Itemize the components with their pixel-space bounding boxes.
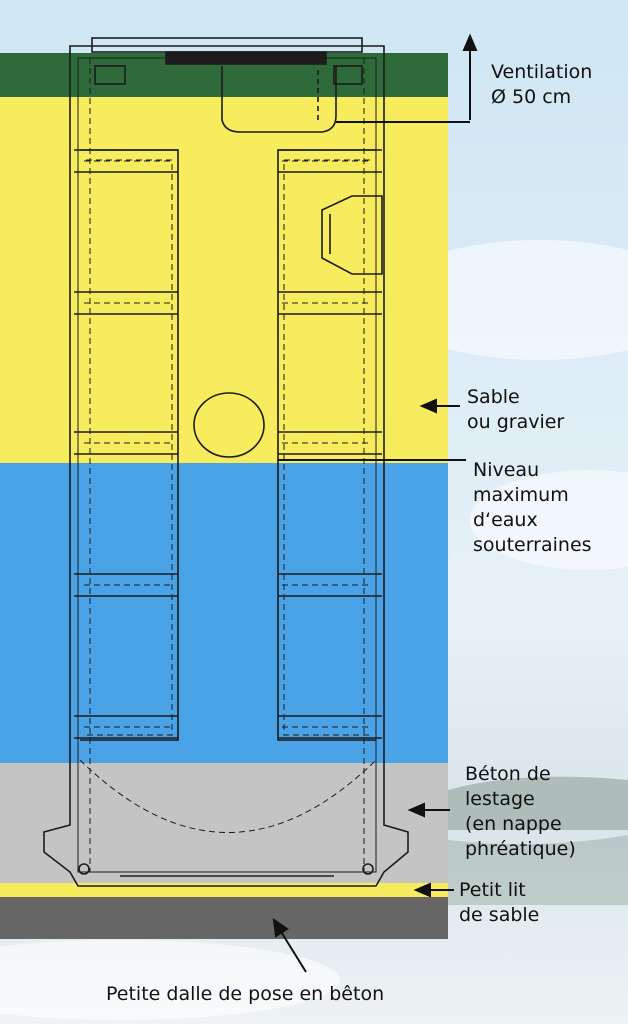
tank-outline bbox=[43, 37, 409, 887]
ventilation-label: Ventilation Ø 50 cm bbox=[491, 60, 592, 110]
sand-bed-label-line1: Petit lit bbox=[459, 879, 526, 901]
sand-bed-layer bbox=[0, 883, 448, 897]
groundwater-label-line4: souterraines bbox=[473, 534, 592, 556]
groundwater-label-line2: maximum bbox=[473, 484, 569, 506]
sable-label-line1: Sable bbox=[467, 386, 520, 408]
concrete-slab-layer bbox=[0, 897, 448, 939]
groundwater-level-label: Niveau maximum d‘eaux souterraines bbox=[473, 458, 592, 558]
ventilation-label-line1: Ventilation bbox=[491, 61, 593, 83]
ballast-concrete-label: Béton de lestage (en nappe phréatique) bbox=[465, 762, 576, 862]
groundwater-label-line3: d‘eaux bbox=[473, 509, 538, 531]
ballast-label-line3: (en nappe bbox=[465, 813, 562, 835]
sable-label-line2: ou gravier bbox=[467, 411, 565, 433]
ventilation-label-line2: Ø 50 cm bbox=[491, 86, 572, 108]
sand-bed-label-line2: de sable bbox=[459, 904, 540, 926]
slab-label-text: Petite dalle de pose en bêton bbox=[106, 983, 385, 1005]
sand-bed-label: Petit lit de sable bbox=[459, 878, 539, 928]
ballast-label-line2: lestage bbox=[465, 788, 535, 810]
ballast-label-line1: Béton de bbox=[465, 763, 551, 785]
groundwater-layer bbox=[0, 463, 448, 763]
annotation-arrows bbox=[272, 33, 478, 973]
groundwater-label-line1: Niveau bbox=[473, 459, 540, 481]
concrete-ballast-layer bbox=[0, 763, 448, 883]
sand-layer bbox=[0, 97, 448, 463]
ballast-label-line4: phréatique) bbox=[465, 838, 576, 860]
sable-label: Sable ou gravier bbox=[467, 385, 564, 435]
slab-label: Petite dalle de pose en bêton bbox=[106, 982, 384, 1007]
